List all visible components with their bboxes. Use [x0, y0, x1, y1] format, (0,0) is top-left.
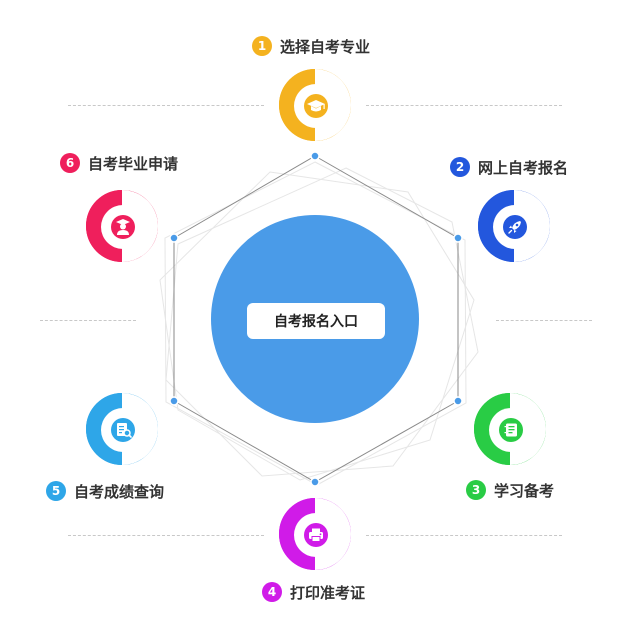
- printer-icon: [304, 523, 328, 547]
- step-6-title: 自考毕业申请: [88, 154, 179, 173]
- graduate-person-icon: [111, 215, 135, 239]
- graduation-cap-icon: [304, 94, 328, 118]
- step-6-node[interactable]: [85, 189, 158, 262]
- step-6-label: 6 自考毕业申请: [60, 151, 178, 175]
- divider-bottom-left: [68, 535, 264, 536]
- decorative-ring-3: [159, 171, 475, 481]
- step-1-label: 1 选择自考专业: [252, 34, 370, 58]
- step-6-number-badge: 6: [60, 153, 80, 173]
- step-5-node[interactable]: [85, 392, 158, 465]
- divider-bottom-right: [366, 535, 562, 536]
- step-4-node[interactable]: [278, 497, 351, 570]
- hexagon-vertex-dot: [169, 233, 179, 243]
- step-2-node[interactable]: [477, 189, 550, 262]
- step-1-title: 选择自考专业: [280, 37, 371, 56]
- step-4-label: 4 打印准考证: [262, 580, 365, 604]
- divider-top-left: [68, 105, 264, 106]
- step-3-node[interactable]: [473, 392, 546, 465]
- hexagon-vertex-dot: [453, 396, 463, 406]
- step-3-label: 3 学习备考: [466, 478, 554, 502]
- step-5-number-badge: 5: [46, 481, 66, 501]
- step-5-title: 自考成绩查询: [74, 482, 165, 501]
- step-4-number-badge: 4: [262, 582, 282, 602]
- hexagon-vertex-dot: [453, 233, 463, 243]
- step-2-title: 网上自考报名: [478, 158, 569, 177]
- step-3-title: 学习备考: [494, 481, 555, 500]
- divider-mid-right: [496, 320, 592, 321]
- score-report-icon: [111, 418, 135, 442]
- hexagon-vertex-dot: [310, 151, 320, 161]
- step-2-label: 2 网上自考报名: [450, 155, 568, 179]
- decorative-ring-2: [165, 167, 479, 477]
- registration-entry-button[interactable]: 自考报名入口: [247, 303, 385, 339]
- step-1-number-badge: 1: [252, 36, 272, 56]
- step-1-node[interactable]: [278, 68, 351, 141]
- divider-mid-left: [40, 320, 136, 321]
- step-4-title: 打印准考证: [290, 583, 366, 602]
- step-5-label: 5 自考成绩查询: [46, 479, 164, 503]
- rocket-icon: [503, 215, 527, 239]
- step-3-number-badge: 3: [466, 480, 486, 500]
- notebook-icon: [499, 418, 523, 442]
- step-2-number-badge: 2: [450, 157, 470, 177]
- hexagon-vertex-dot: [169, 396, 179, 406]
- hexagon-vertex-dot: [310, 477, 320, 487]
- divider-top-right: [366, 105, 562, 106]
